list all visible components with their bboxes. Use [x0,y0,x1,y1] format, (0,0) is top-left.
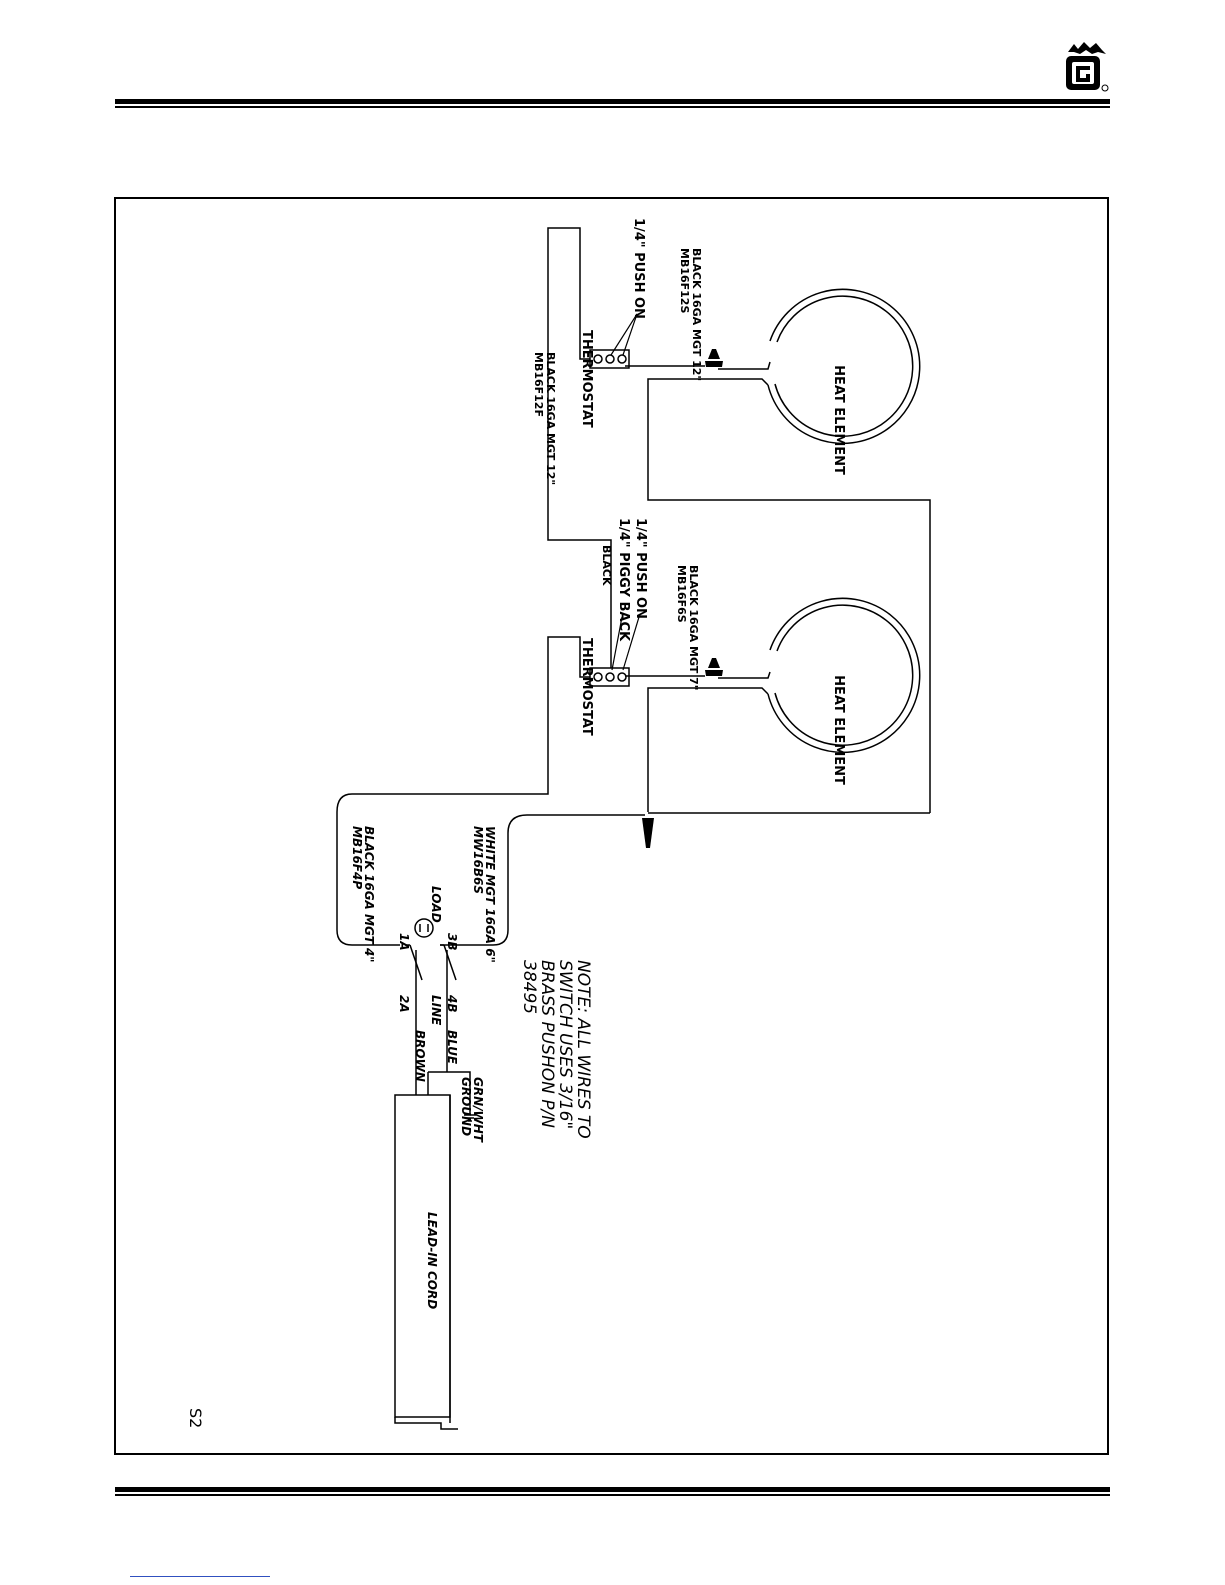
wire-nut-neutral [642,818,654,848]
switch-terminal-2a: 2A [397,995,411,1013]
lead-in-cord [394,1094,451,1418]
connector-push-on-lower-label: 1/4" PUSH ON [633,518,648,619]
wire-pn-top-black: MB16F12S [678,248,691,313]
switch-terminal-4b: 4B [445,994,459,1013]
note-line-4: 38495 [519,960,539,1014]
switch-terminal-3b: 3B [445,933,459,951]
heat-element-lower-label: HEAT ELEMENT [831,675,846,785]
diagram-frame [114,197,1109,1455]
page-code: S2 [186,1408,205,1428]
header-rule-thin [115,106,1110,108]
wire-pn-lower-black: MB16F6S [675,565,688,623]
wire-pn-switch-black: MB16F4P [350,826,364,889]
thermostat-lower-label: THERMOSTAT [579,638,594,736]
wire-label-black: BLACK [600,545,613,586]
note-line-3: BRASS PUSHON P/N [537,960,557,1128]
switch-load-label: LOAD [429,886,443,923]
wire-label-white: WHITE MGT 16GA 6" [483,826,497,963]
thermostat-upper [589,349,630,369]
wire-label-blue: BLUE [445,1030,459,1065]
heat-element-lower-coil [767,597,921,754]
wire-pn-white: MW16B6S [471,826,485,894]
header-rule [115,99,1110,104]
wire-pn-thermostat-link: MB16F12F [532,352,545,417]
footer-link-underline[interactable] [130,1576,270,1577]
footer-rule-thin [115,1494,1110,1496]
wire-nut-lower [705,658,723,676]
connector-piggy-back-label: 1/4" PIGGY BACK [616,518,631,642]
wire-label-top-black: BLACK 16GA MGT 12" [690,248,703,381]
wire-label-switch-black: BLACK 16GA MGT 4" [362,826,376,963]
switch-indicator-lamp [414,918,434,938]
ground-label: GROUND [459,1077,473,1136]
company-logo-icon [1066,42,1109,92]
switch-line-label: LINE [429,995,443,1026]
connector-push-on-upper-label: 1/4" PUSH ON [631,218,646,319]
heat-element-upper-coil [767,288,921,445]
switch-terminal-1a: 1A [397,933,411,951]
lead-in-cord-label: LEAD-IN CORD [425,1212,439,1309]
wire-label-lower-black: BLACK 16GA MGT 7" [687,565,700,691]
thermostat-lower [589,667,630,687]
thermostat-upper-label: THERMOSTAT [579,330,594,428]
note-line-1: NOTE: ALL WIRES TO [573,960,593,1139]
wire-label-grn-wht: GRN/WHT [471,1077,485,1143]
wire-nut-upper [705,349,723,367]
heat-element-upper-label: HEAT ELEMENT [831,365,846,475]
footer-rule [115,1487,1110,1492]
wire-label-thermostat-link: BLACK 16GA MGT 12" [544,352,557,485]
wire-label-brown: BROWN [413,1030,427,1082]
note-line-2: SWITCH USES 3/16" [555,960,575,1129]
